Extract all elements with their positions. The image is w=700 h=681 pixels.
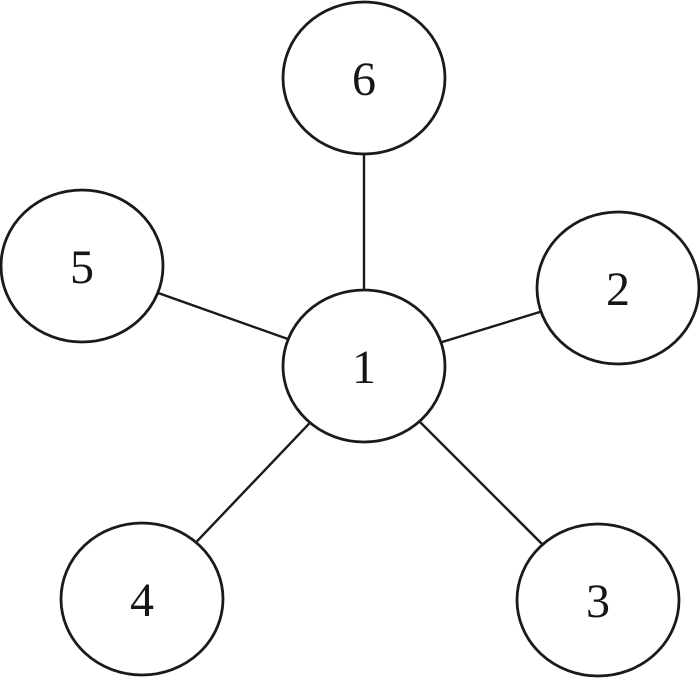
node-label-1: 1 <box>352 341 376 394</box>
node-label-6: 6 <box>352 53 376 106</box>
node-circle-1 <box>281 288 447 444</box>
node-label-4: 4 <box>130 574 154 627</box>
node-circle-5 <box>0 188 165 344</box>
node-label-3: 3 <box>586 575 610 628</box>
node-circle-2 <box>535 210 700 366</box>
node-label-5: 5 <box>70 241 94 294</box>
node-circle-3 <box>515 522 681 678</box>
node-circle-4 <box>59 521 225 677</box>
node-label-2: 2 <box>606 263 630 316</box>
node-circle-6 <box>281 0 447 156</box>
